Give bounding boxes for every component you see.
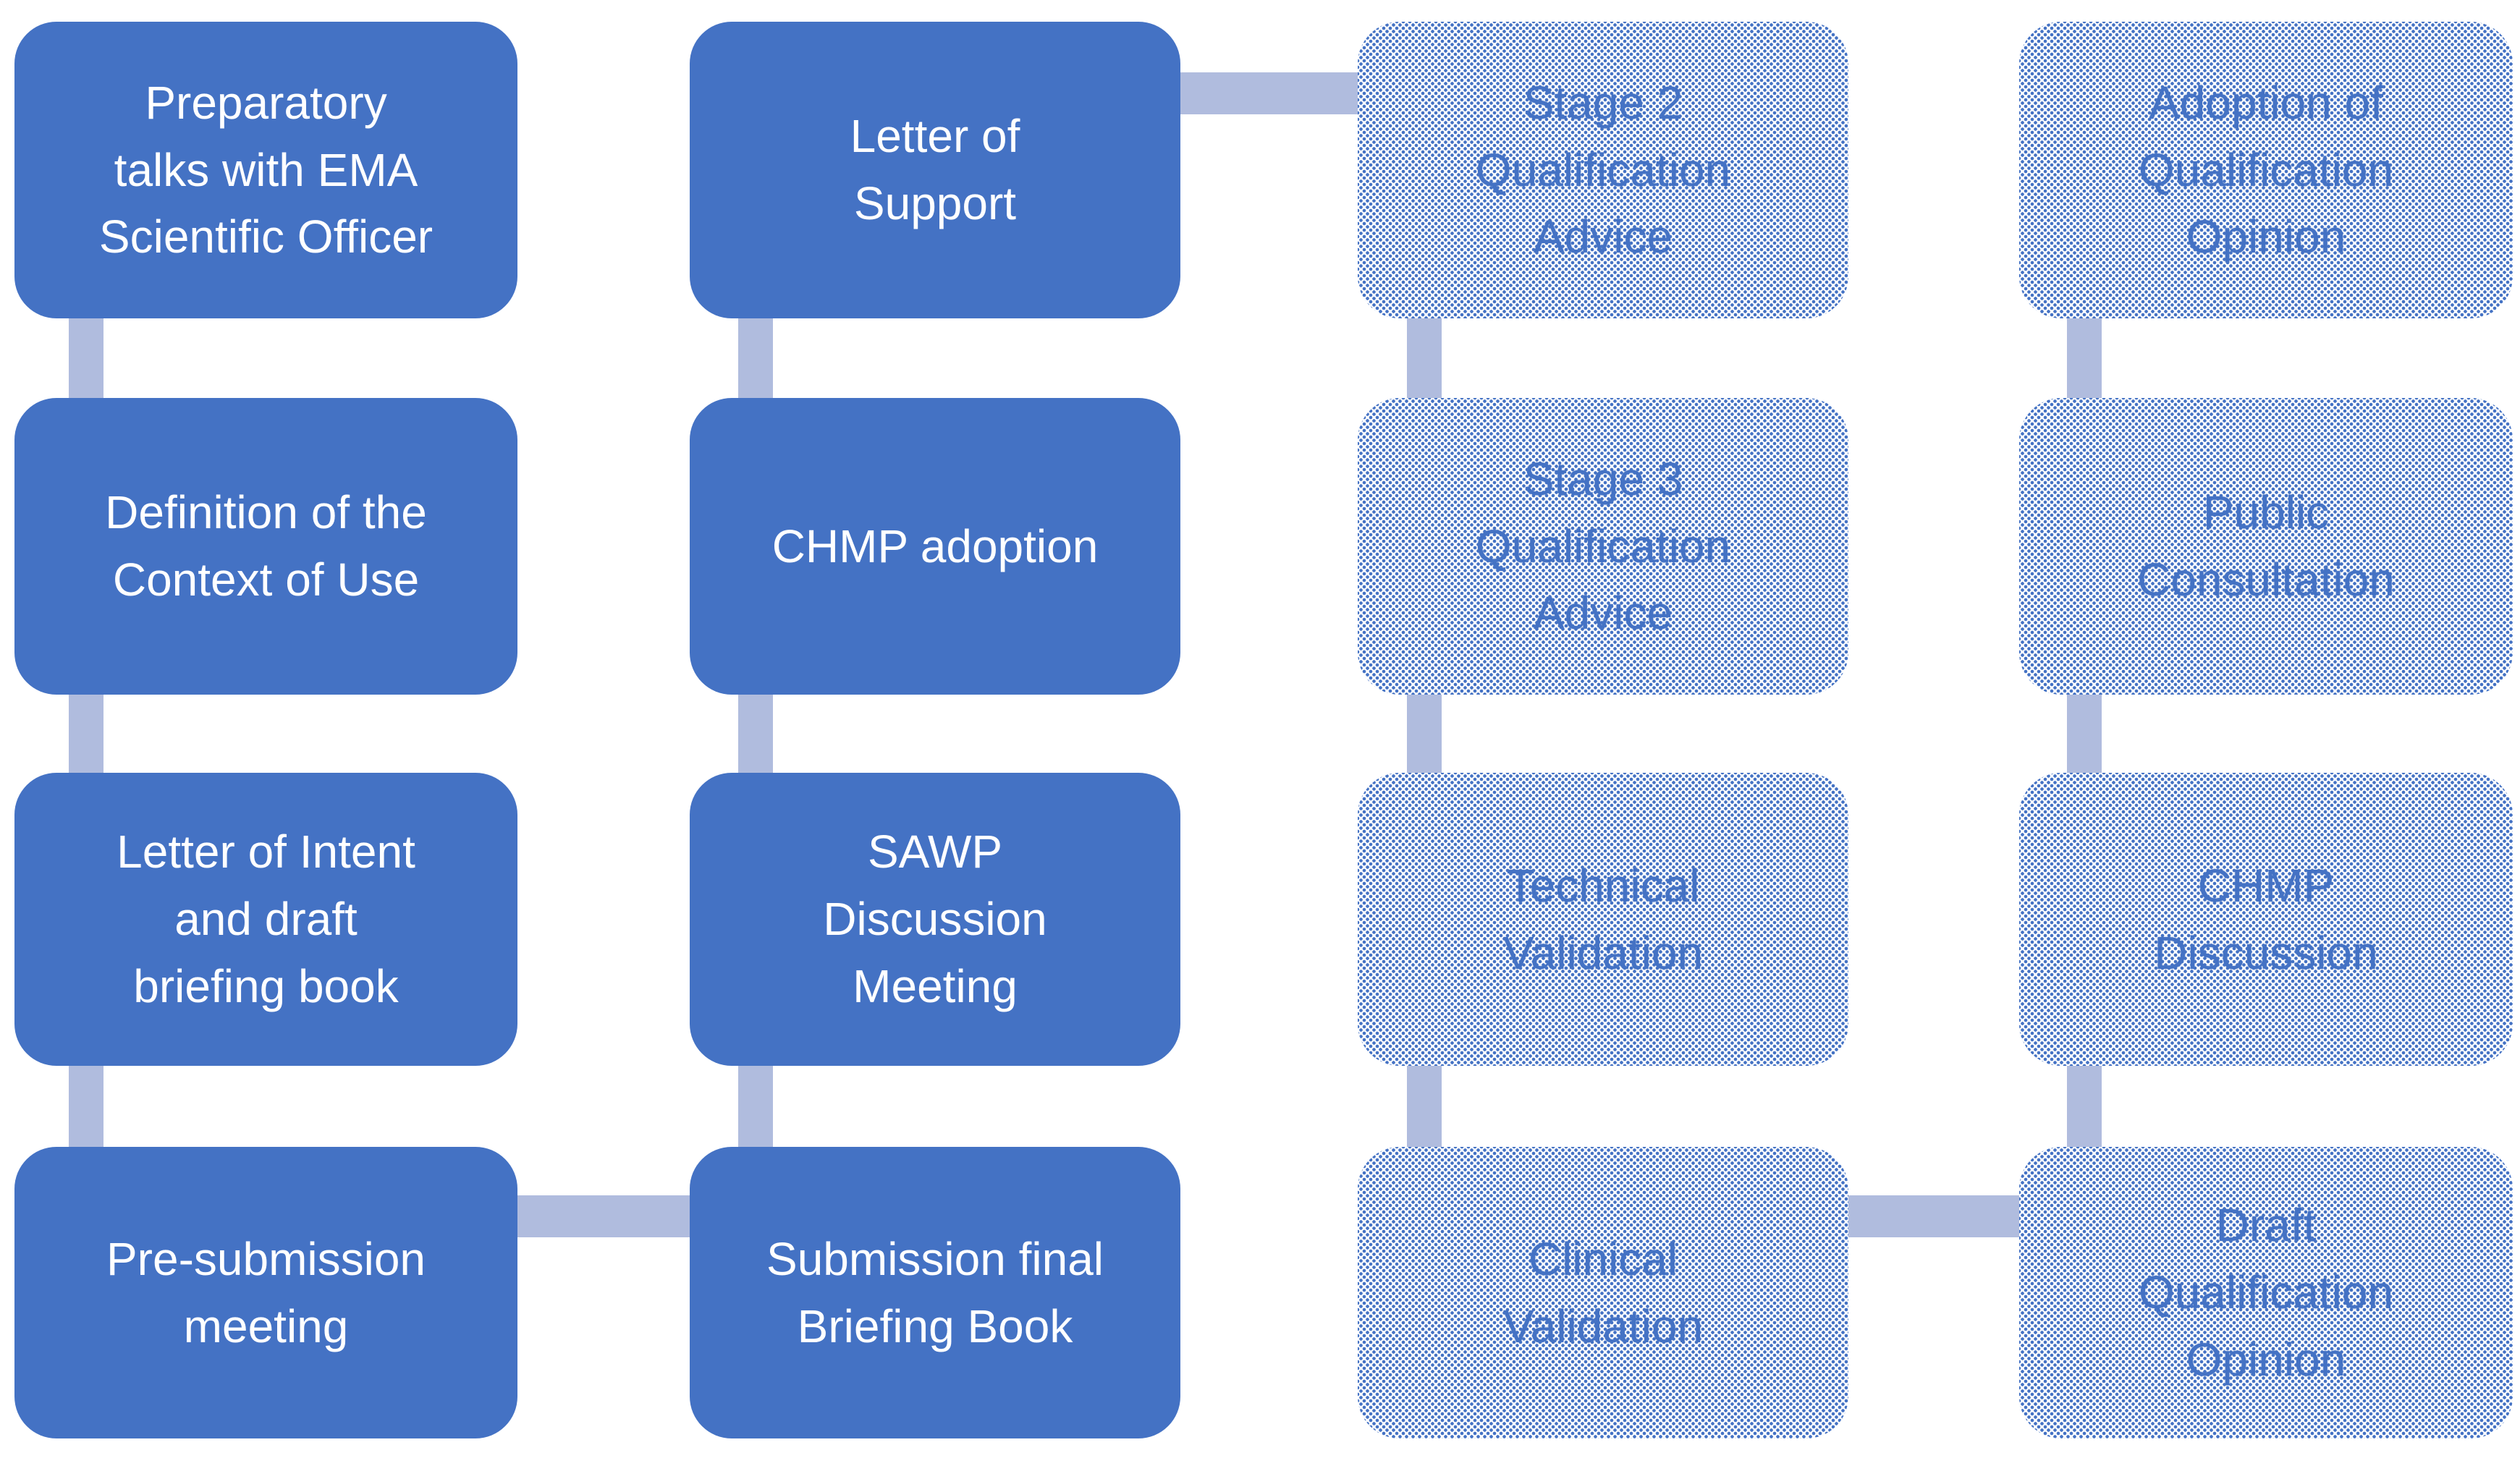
vertical-connector-col2-row2-row3 [738, 689, 773, 779]
vertical-connector-col3-row1-row2 [1407, 313, 1442, 404]
horizontal-connector-presubmission-to-submission [514, 1195, 693, 1237]
box-label: Public Consultation [2137, 486, 2395, 606]
vertical-connector-col2-row3-row4 [738, 1060, 773, 1153]
vertical-connector-col4-row1-row2 [2067, 313, 2102, 404]
vertical-connector-col3-row3-row4 [1407, 1060, 1442, 1153]
flow-box-sawp-discussion-meeting: SAWP Discussion Meeting [690, 773, 1180, 1066]
box-label: Submission final Briefing Book [766, 1232, 1104, 1352]
box-label: Stage 2 Qualification Advice [1475, 76, 1731, 263]
horizontal-connector-clinical-validation-to-draft-opinion [1845, 1195, 2023, 1237]
flow-box-public-consultation: Public Consultation [2019, 398, 2513, 695]
flow-box-definition-context-of-use: Definition of the Context of Use [14, 398, 517, 695]
flow-box-technical-validation: Technical Validation [1358, 773, 1848, 1066]
box-label: Adoption of Qualification Opinion [2138, 76, 2394, 263]
flow-box-preparatory-talks: Preparatory talks with EMA Scientific Of… [14, 22, 517, 318]
vertical-connector-col4-row3-row4 [2067, 1060, 2102, 1153]
flow-box-stage-3-qualification-advice: Stage 3 Qualification Advice [1358, 398, 1848, 695]
vertical-connector-col3-row2-row3 [1407, 689, 1442, 779]
vertical-connector-col1-row3-row4 [69, 1060, 103, 1153]
flow-box-letter-of-support: Letter of Support [690, 22, 1180, 318]
flow-box-submission-final-briefing-book: Submission final Briefing Book [690, 1147, 1180, 1438]
box-label: CHMP Discussion [2154, 859, 2378, 979]
box-label: Letter of Intent and draft briefing book [117, 826, 415, 1012]
flow-box-pre-submission-meeting: Pre-submission meeting [14, 1147, 517, 1438]
box-label: SAWP Discussion Meeting [823, 826, 1047, 1012]
box-label: Definition of the Context of Use [105, 486, 427, 606]
box-label: Preparatory talks with EMA Scientific Of… [98, 76, 434, 263]
box-label: CHMP adoption [771, 520, 1099, 572]
box-label: Technical Validation [1502, 859, 1704, 979]
flow-box-clinical-validation: Clinical Validation [1358, 1147, 1848, 1438]
box-label: Clinical Validation [1502, 1232, 1704, 1352]
vertical-connector-col1-row1-row2 [69, 313, 103, 404]
flow-box-stage-2-qualification-advice: Stage 2 Qualification Advice [1358, 22, 1848, 318]
flow-box-draft-qualification-opinion: Draft Qualification Opinion [2019, 1147, 2513, 1438]
vertical-connector-col1-row2-row3 [69, 689, 103, 779]
box-label: Stage 3 Qualification Advice [1475, 452, 1731, 640]
box-label: Pre-submission meeting [106, 1232, 426, 1352]
box-label: Draft Qualification Opinion [2138, 1199, 2394, 1386]
vertical-connector-col2-row1-row2 [738, 313, 773, 404]
box-label: Letter of Support [850, 110, 1020, 229]
flow-box-letter-of-intent: Letter of Intent and draft briefing book [14, 773, 517, 1066]
flow-box-chmp-adoption: CHMP adoption [690, 398, 1180, 695]
flow-box-adoption-of-qualification-opinion: Adoption of Qualification Opinion [2019, 22, 2513, 318]
horizontal-connector-letter-of-support-to-stage2 [1177, 72, 1361, 114]
vertical-connector-col4-row2-row3 [2067, 689, 2102, 779]
flow-box-chmp-discussion: CHMP Discussion [2019, 773, 2513, 1066]
